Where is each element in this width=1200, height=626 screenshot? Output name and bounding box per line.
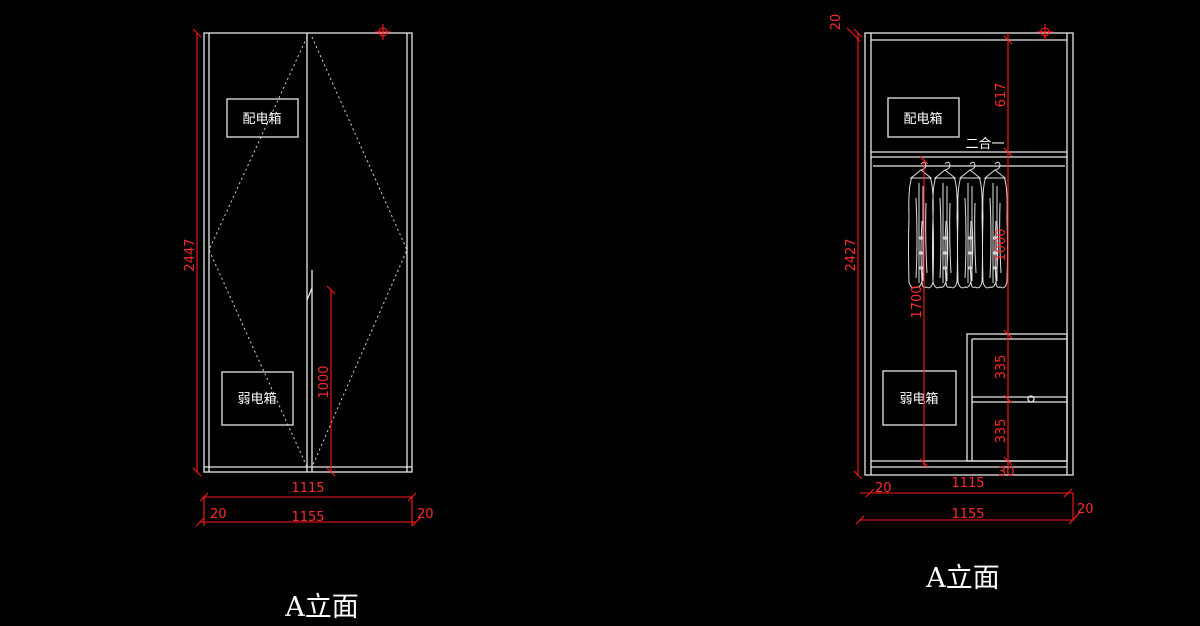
right-weak-box-label: 弱电箱 (899, 391, 938, 407)
shelf-label: 二合一 (965, 137, 1004, 152)
left-elevation: 配电箱 弱电箱 2447 1000 1115 1155 20 20 A立面 (183, 24, 434, 623)
left-dim-side-right: 20 (417, 507, 434, 522)
left-dim-inner: 1115 (291, 481, 324, 496)
left-cabinet-outline (203, 32, 413, 473)
right-dim-height: 2427 (844, 238, 859, 271)
left-dim-height: 2447 (183, 238, 198, 271)
right-door-swing (311, 36, 408, 468)
right-cabinet-outline (864, 32, 1074, 476)
right-weak-box (882, 370, 957, 426)
right-dim-1000: 1000 (994, 228, 1009, 261)
right-distribution-box-label: 配电箱 (903, 111, 942, 127)
right-dim-side: 20 (875, 481, 892, 496)
right-dim-drawer2: 335 (994, 419, 1009, 444)
left-dim-side-left: 20 (210, 507, 227, 522)
right-dim-side-right: 20 (1077, 502, 1094, 517)
right-elevation: 二合一 配电箱 弱电箱 20 2427 (829, 14, 1094, 594)
right-dim-617: 617 (994, 83, 1009, 108)
left-dim-handle: 1000 (317, 365, 332, 398)
drawer-knob (1027, 395, 1035, 403)
left-distribution-box (226, 98, 299, 138)
right-dim-1700: 1700 (910, 285, 925, 318)
right-caption: A立面 (925, 563, 1000, 594)
hanging-clothes (908, 161, 1008, 289)
right-dim-outer: 1155 (951, 507, 984, 522)
right-distribution-box (887, 97, 960, 138)
left-weak-box (221, 371, 294, 426)
right-dim-inner: 1115 (951, 476, 984, 491)
right-dim-base: 30 (998, 465, 1015, 480)
right-dim-top: 20 (829, 14, 844, 31)
left-dim-outer: 1155 (291, 510, 324, 525)
right-dim-drawer1: 335 (994, 355, 1009, 380)
left-caption: A立面 (284, 592, 359, 623)
left-distribution-box-label: 配电箱 (242, 111, 281, 127)
left-weak-box-label: 弱电箱 (237, 391, 276, 407)
